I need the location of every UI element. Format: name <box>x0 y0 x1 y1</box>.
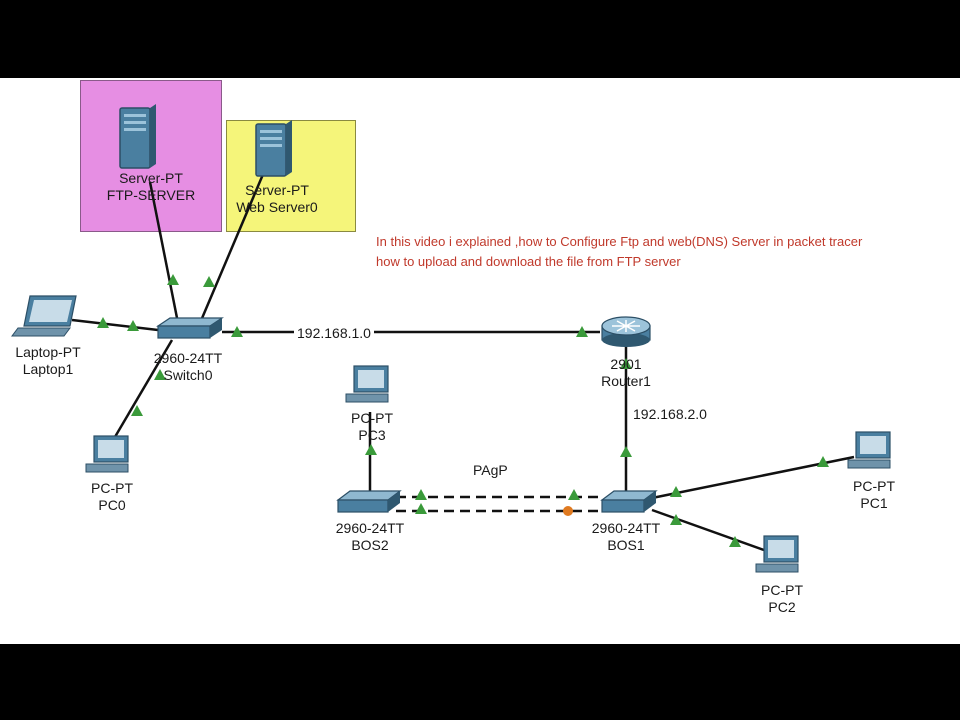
link-pending-indicator <box>563 506 573 516</box>
bos2-model: 2960-24TT <box>335 520 405 536</box>
switch0-label: 2960-24TT Switch0 <box>138 350 238 384</box>
link-up-indicator <box>620 446 632 457</box>
pc1-label: PC-PT PC1 <box>834 478 914 512</box>
pc3-label: PC-PT PC3 <box>332 410 412 444</box>
pc2-model: PC-PT <box>761 582 803 598</box>
pc0-label: PC-PT PC0 <box>72 480 152 514</box>
router1-name: Router1 <box>601 373 651 389</box>
laptop1-name: Laptop1 <box>22 361 74 377</box>
bos1-model: 2960-24TT <box>591 520 661 536</box>
link-up-indicator <box>131 405 143 416</box>
link-ftp-switch0[interactable] <box>148 181 180 324</box>
router1-label: 2901 Router1 <box>586 356 666 390</box>
ftp-server-type: Server-PT <box>119 170 183 186</box>
link-up-indicator <box>203 276 215 287</box>
pc2-label: PC-PT PC2 <box>742 582 822 616</box>
pc2-name: PC2 <box>768 599 796 615</box>
router1-model: 2901 <box>610 356 642 372</box>
link-web-switch0[interactable] <box>198 171 266 324</box>
bos2-name: BOS2 <box>351 537 389 553</box>
laptop1-icon[interactable] <box>11 295 77 337</box>
caption-line-2: how to upload and download the file from… <box>376 254 681 269</box>
link-up-indicator <box>154 369 166 380</box>
link-up-indicator <box>97 317 109 328</box>
link-up-indicator <box>415 489 427 500</box>
ftp-server-label: Server-PT FTP-SERVER <box>86 170 216 204</box>
laptop1-model: Laptop-PT <box>15 344 81 360</box>
link-up-indicator <box>231 326 243 337</box>
caption-line-1: In this video i explained ,how to Config… <box>376 234 863 249</box>
link-laptop1-switch0[interactable] <box>71 318 159 332</box>
link-up-indicator <box>365 444 377 455</box>
links <box>71 171 855 552</box>
web-server-type: Server-PT <box>245 182 309 198</box>
pc3-model: PC-PT <box>351 410 393 426</box>
link-up-indicator <box>127 320 139 331</box>
ftp-server-name: FTP-SERVER <box>106 187 196 203</box>
switch0-icon[interactable] <box>156 317 224 339</box>
link-status-indicators <box>97 274 829 547</box>
pc2-icon[interactable] <box>755 535 799 573</box>
laptop1-label: Laptop-PT Laptop1 <box>2 344 94 378</box>
router1-icon[interactable] <box>601 316 651 347</box>
pc3-name: PC3 <box>358 427 386 443</box>
pc0-icon[interactable] <box>85 435 129 473</box>
pc0-name: PC0 <box>98 497 126 513</box>
bos2-label: 2960-24TT BOS2 <box>320 520 420 554</box>
network-label-lan2: 192.168.2.0 <box>630 406 710 422</box>
link-pc0-switch0[interactable] <box>110 339 174 443</box>
link-up-indicator <box>817 456 829 467</box>
ftp-server-icon[interactable] <box>119 104 156 169</box>
video-caption: In this video i explained ,how to Config… <box>376 232 862 272</box>
web-server-name: Web Server0 <box>236 199 318 215</box>
link-up-indicator <box>576 326 588 337</box>
bos1-name: BOS1 <box>607 537 645 553</box>
switch0-model: 2960-24TT <box>153 350 223 366</box>
network-label-lan1: 192.168.1.0 <box>294 325 374 341</box>
pc1-name: PC1 <box>860 495 888 511</box>
switch0-name: Switch0 <box>163 367 213 383</box>
link-up-indicator <box>415 503 427 514</box>
link-up-indicator <box>729 536 741 547</box>
link-bos1-pc2[interactable] <box>651 508 765 552</box>
pc1-icon[interactable] <box>847 431 891 469</box>
link-up-indicator <box>167 274 179 285</box>
web-server-icon[interactable] <box>255 120 292 177</box>
link-up-indicator <box>670 514 682 525</box>
web-server-label: Server-PT Web Server0 <box>222 182 332 216</box>
bos1-label: 2960-24TT BOS1 <box>576 520 676 554</box>
bos1-switch-icon[interactable] <box>600 490 658 513</box>
pc1-model: PC-PT <box>853 478 895 494</box>
bos2-switch-icon[interactable] <box>336 490 402 513</box>
pc0-model: PC-PT <box>91 480 133 496</box>
pc3-icon[interactable] <box>345 365 389 403</box>
link-up-indicator <box>568 489 580 500</box>
link-up-indicator <box>620 358 632 369</box>
link-up-indicator <box>670 486 682 497</box>
etherchannel-label: PAgP <box>470 462 511 478</box>
